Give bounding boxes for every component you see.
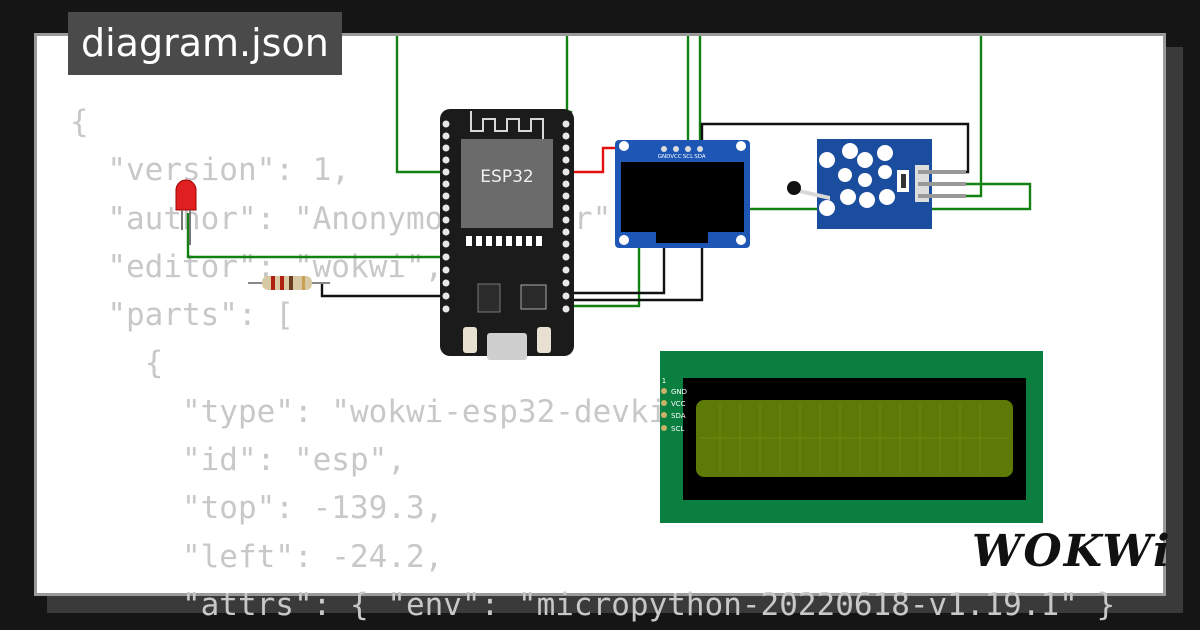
wire-black [320, 283, 446, 298]
code-line: "id": "esp", [181, 442, 406, 479]
wokwi-logo: WOKWi [972, 526, 1172, 577]
lcd-pin-gnd: GND [671, 388, 687, 396]
wire-green [186, 213, 446, 259]
code-line: "version": 1, [107, 152, 350, 189]
lcd-pin-vcc: VCC [671, 400, 686, 408]
oled-display [615, 140, 750, 248]
code-line: { [144, 345, 164, 382]
esp32-board [440, 109, 574, 360]
code-line: "attrs": { "env": "micropython-20220618-… [70, 586, 1116, 623]
lcd-pin-sda: SDA [671, 412, 686, 420]
wire-black [566, 122, 970, 302]
lcd-pin-1-label: 1 [662, 377, 666, 385]
oled-pin-gnd: GND [658, 154, 671, 160]
oled-pin-sda: SDA [694, 154, 706, 160]
temperature-sensor-module [787, 139, 966, 229]
resistor [248, 276, 330, 290]
wire-green [395, 36, 446, 174]
lcd-display [660, 351, 1043, 523]
file-title: diagram.json [68, 12, 342, 75]
code-line: "editor": "wokwi", [107, 248, 444, 285]
oled-pin-vcc: VCC [670, 154, 682, 160]
lcd-pin-scl: SCL [671, 425, 684, 433]
code-line: "left": -24.2, [181, 538, 444, 575]
code-line: "parts": [ [107, 297, 294, 334]
oled-pin-scl: SCL [683, 154, 694, 160]
code-line: "top": -139.3, [181, 490, 444, 527]
esp32-chip-label: ESP32 [480, 167, 533, 187]
code-line: { [70, 104, 89, 140]
red-led [175, 179, 197, 245]
